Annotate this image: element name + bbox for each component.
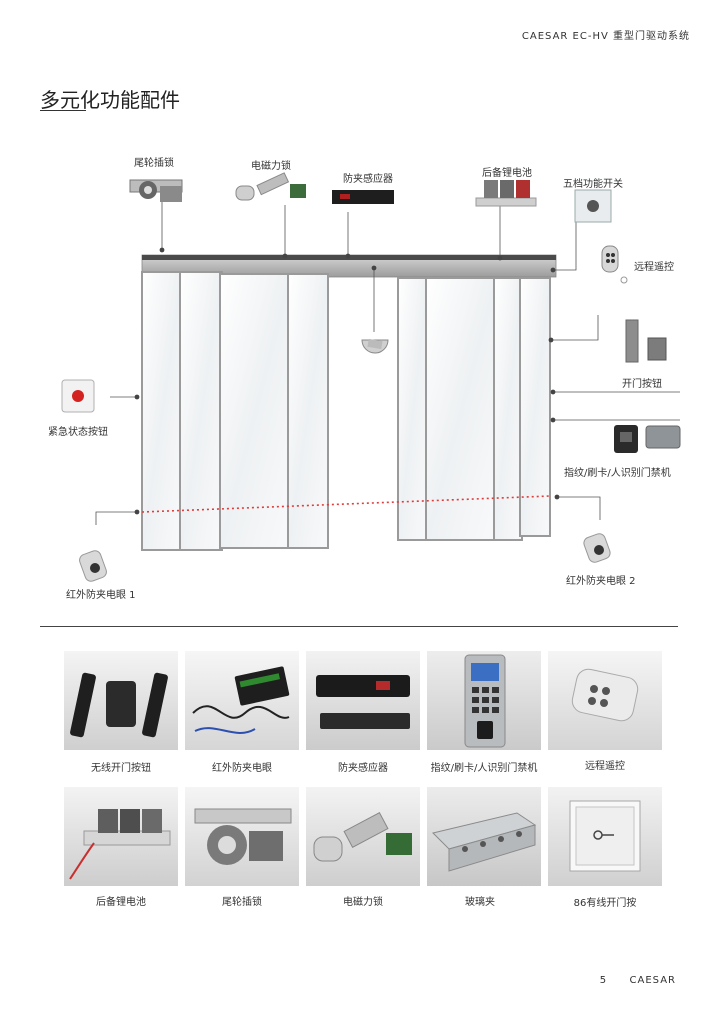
product-image-anti-pinch-sensor (306, 651, 420, 750)
caption-backup-battery: 后备锂电池 (96, 897, 146, 908)
dome-sensor-icon (361, 338, 389, 354)
em-lock-large-icon (313, 811, 412, 862)
caption-ir-eye: 红外防夹电眼 (212, 763, 272, 774)
label-backup-battery: 后备锂电池 (482, 168, 532, 179)
product-image-86-wired-button (548, 787, 662, 886)
ir-beam (141, 495, 551, 513)
label-five-mode-switch: 五档功能开关 (563, 179, 623, 190)
wired-button-icon (569, 800, 641, 872)
right-door-leaves (397, 277, 551, 541)
label-remote: 远程遥控 (634, 262, 674, 273)
product-image-tail-lock (185, 787, 299, 886)
caption-remote: 远程遥控 (585, 761, 625, 772)
remote-large-icon (571, 668, 639, 722)
product-image-em-lock (306, 787, 420, 886)
tail-lock-icon (129, 179, 183, 202)
label-ir-eye-1: 红外防夹电眼 1 (66, 590, 136, 601)
label-em-lock: 电磁力锁 (251, 161, 291, 172)
page-footer: 5 CAESAR (600, 975, 676, 986)
page-number: 5 (599, 975, 608, 986)
product-image-remote (548, 651, 662, 750)
label-open-button: 开门按钮 (622, 379, 662, 390)
em-lock-icon (235, 172, 306, 201)
caption-tail-lock: 尾轮插锁 (222, 897, 262, 908)
product-image-glass-clamp (427, 787, 541, 886)
wireless-button-icon (70, 672, 168, 738)
callout-dots (134, 247, 560, 515)
section-divider (40, 626, 678, 627)
access-control-icon (614, 425, 681, 453)
label-access-control: 指纹/刷卡/人识别门禁机 (564, 468, 671, 479)
glass-clamp-icon (432, 812, 537, 872)
backup-battery-icon (475, 180, 537, 207)
header-brand: CAESAR EC-HV 重型门驱动系统 (521, 31, 690, 42)
product-image-wireless-button (64, 651, 178, 750)
ir-eye-icon (192, 666, 290, 734)
backup-battery-large-icon (69, 809, 171, 880)
label-ir-eye-2: 红外防夹电眼 2 (566, 576, 636, 587)
caption-anti-pinch-sensor: 防夹感应器 (338, 763, 388, 774)
left-door-leaves (141, 271, 329, 551)
page-title: 多元化功能配件 (40, 88, 180, 112)
ir-eye-2-icon (583, 533, 611, 563)
label-tail-lock: 尾轮插锁 (134, 158, 174, 169)
product-image-access-control (427, 651, 541, 750)
caption-86-wired-button: 86有线开门按 (573, 898, 637, 909)
title-underline (40, 110, 86, 111)
emergency-button-icon (61, 379, 95, 413)
product-image-ir-eye (185, 651, 299, 750)
caption-wireless-button: 无线开门按钮 (91, 763, 151, 774)
ir-eye-1-icon (79, 550, 107, 582)
callout-lines (95, 200, 680, 525)
caption-em-lock: 电磁力锁 (343, 897, 383, 908)
tail-lock-large-icon (194, 808, 292, 865)
label-emergency-button: 紧急状态按钮 (48, 427, 108, 438)
anti-pinch-sensor-icon (332, 190, 394, 204)
remote-icon (601, 245, 628, 284)
caption-glass-clamp: 玻璃夹 (465, 897, 495, 908)
five-mode-switch-icon (574, 189, 612, 223)
product-image-backup-battery (64, 787, 178, 886)
open-button-icon (625, 319, 667, 363)
label-anti-pinch-sensor: 防夹感应器 (343, 174, 393, 185)
door-diagram (61, 172, 681, 582)
access-control-large-icon (464, 654, 506, 748)
footer-brand: CAESAR (629, 975, 676, 986)
anti-pinch-sensor-large-icon (316, 675, 410, 729)
caption-access-control: 指纹/刷卡/人识别门禁机 (430, 763, 538, 774)
